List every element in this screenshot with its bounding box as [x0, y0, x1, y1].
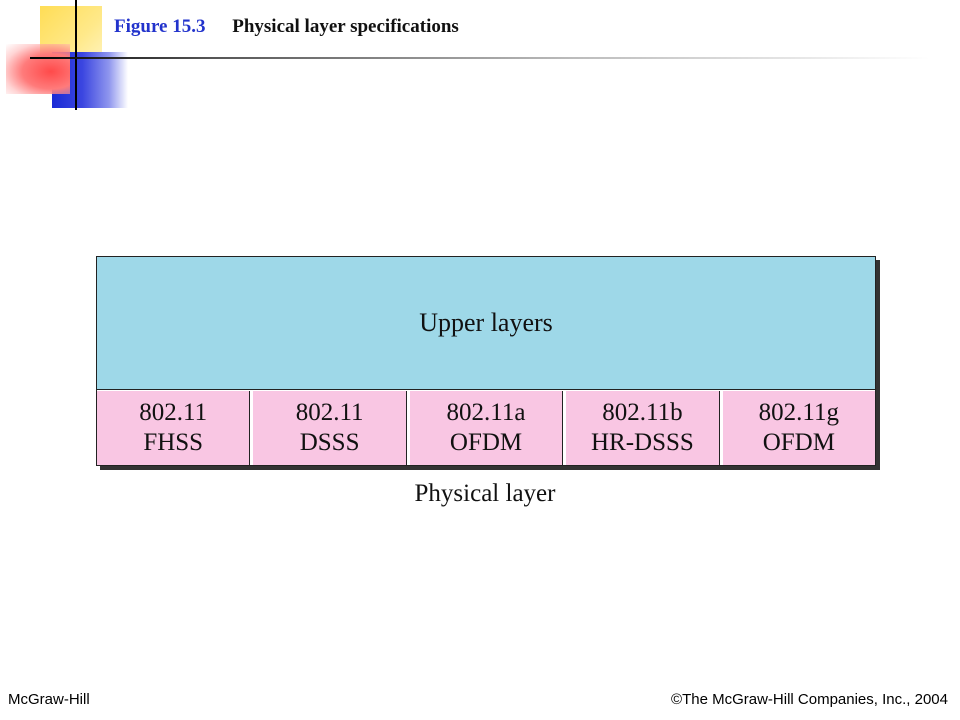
footer-copyright: ©The McGraw-Hill Companies, Inc., 2004: [671, 691, 948, 708]
phy-cell-technique: OFDM: [762, 429, 835, 456]
figure-label: Figure 15.3: [114, 16, 206, 37]
phy-cell-standard: 802.11: [295, 399, 364, 426]
phy-cell-hr-dsss: 802.11b HR-DSSS: [566, 391, 720, 465]
footer-publisher: McGraw-Hill: [8, 691, 90, 708]
decorative-horizontal-line: [30, 57, 930, 59]
phy-cell-fhss: 802.11 FHSS: [97, 391, 251, 465]
phy-cell-technique: FHSS: [143, 429, 204, 456]
slide-title: Figure 15.3 Physical layer specification…: [114, 16, 459, 38]
phy-cell-standard: 802.11b: [602, 399, 683, 426]
phy-cell-technique: DSSS: [299, 429, 360, 456]
phy-cell-dsss: 802.11 DSSS: [253, 391, 407, 465]
upper-layers-box: Upper layers: [97, 257, 875, 390]
decorative-red-square: [6, 44, 70, 94]
phy-cell-technique: OFDM: [449, 429, 523, 456]
physical-layer-row: 802.11 FHSS 802.11 DSSS 802.11a OFDM 802…: [97, 391, 876, 465]
decorative-vertical-line: [75, 0, 77, 110]
figure-title: Physical layer specifications: [232, 16, 459, 37]
phy-cell-standard: 802.11: [139, 399, 208, 426]
phy-cell-technique: HR-DSSS: [591, 429, 694, 456]
phy-cell-ofdm-g: 802.11g OFDM: [722, 391, 876, 465]
phy-cell-standard: 802.11a: [446, 399, 526, 426]
layer-diagram: Upper layers 802.11 FHSS 802.11 DSSS 802…: [96, 256, 876, 466]
phy-cell-ofdm-a: 802.11a OFDM: [409, 391, 564, 465]
upper-layers-label: Upper layers: [419, 308, 553, 337]
phy-cell-standard: 802.11g: [758, 399, 839, 426]
physical-layer-caption: Physical layer: [414, 480, 556, 507]
